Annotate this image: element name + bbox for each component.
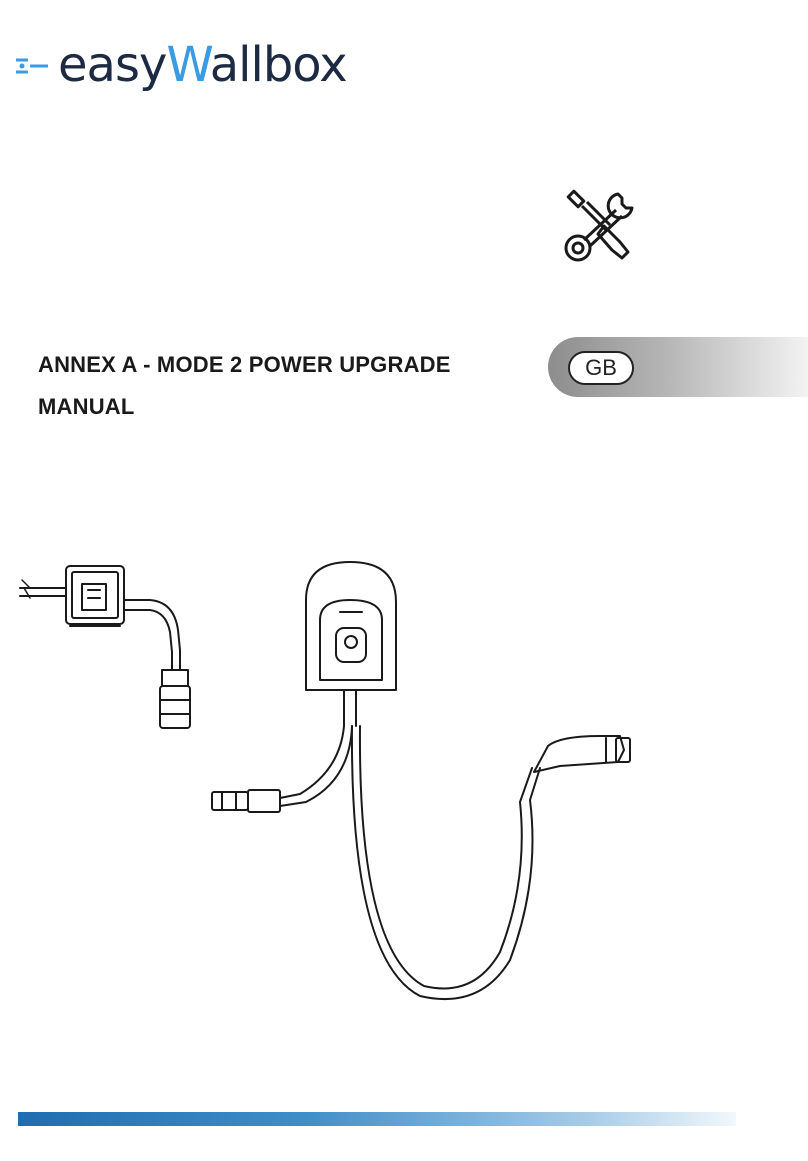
title-line-1: ANNEX A - MODE 2 POWER UPGRADE [38, 344, 451, 386]
logo-part-rest: allbox [210, 37, 347, 93]
logo-wordmark: easyWallbox [58, 30, 347, 100]
logo-part-easy: easy [58, 37, 166, 93]
wallbox-charger-illustration [212, 562, 630, 999]
product-illustration [0, 540, 808, 1020]
footer-bar [18, 1112, 736, 1126]
logo-part-w: W [166, 37, 209, 93]
language-tab: GB [548, 337, 808, 397]
distribution-box-illustration [20, 566, 190, 728]
document-title: ANNEX A - MODE 2 POWER UPGRADE MANUAL [38, 344, 451, 428]
language-badge: GB [568, 351, 634, 385]
title-line-2: MANUAL [38, 386, 451, 428]
wrench-screwdriver-icon [560, 186, 640, 262]
brand-logo: easyWallbox [14, 30, 414, 100]
